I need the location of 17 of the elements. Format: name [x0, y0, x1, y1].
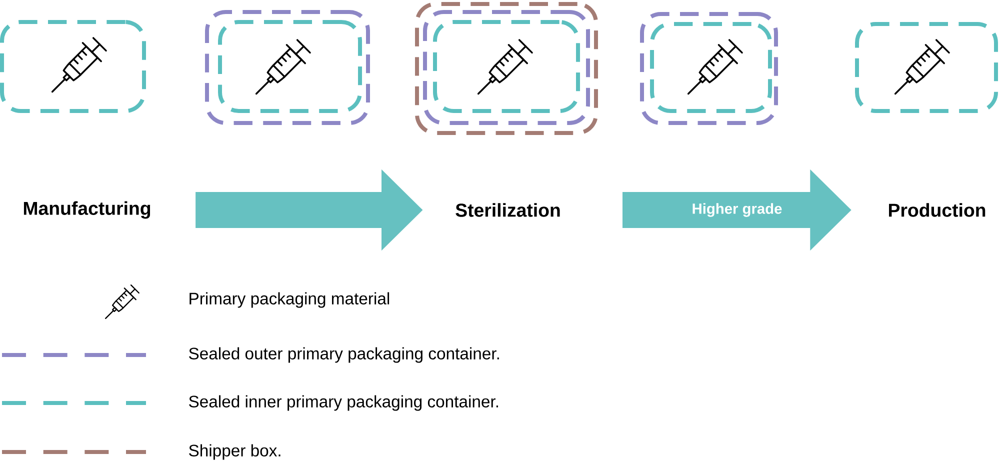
dashed-container — [0, 20, 146, 113]
dashed-container — [205, 10, 370, 125]
legend-label: Shipper box. — [189, 444, 280, 460]
dashed-container — [433, 20, 580, 113]
arrow-label: Higher grade — [690, 202, 784, 218]
dashed-container — [640, 12, 778, 125]
dashed-container — [415, 2, 598, 135]
legend-label: Primary packaging material — [190, 292, 390, 308]
stage-label: Manufacturing — [24, 201, 150, 219]
stage-label: Sterilization — [456, 203, 560, 217]
dashed-container — [650, 22, 772, 113]
dashed-container — [218, 20, 362, 113]
stage-label: Production — [889, 203, 986, 217]
legend-label: Sealed inner primary packaging container. — [189, 395, 498, 411]
legend-label: Sealed outer primary packaging container. — [189, 347, 499, 363]
dashed-container — [855, 22, 998, 113]
dashed-container — [423, 10, 590, 125]
